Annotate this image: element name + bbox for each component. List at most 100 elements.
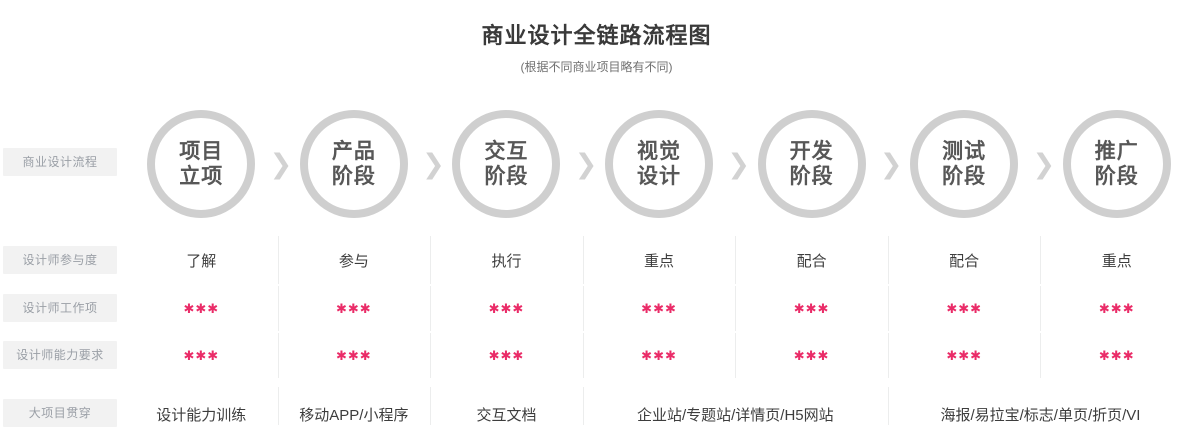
- rating-stars: ✱✱✱: [793, 301, 830, 316]
- stage-label-line1: 项目: [179, 140, 224, 163]
- table-cell: 企业站/专题站/详情页/H5网站: [582, 385, 888, 443]
- stage-circle-3[interactable]: 交互 阶段: [452, 110, 561, 218]
- table-cell: ✱✱✱: [887, 333, 1041, 378]
- table-cell: 配合: [887, 236, 1041, 284]
- stage-circle-7[interactable]: 推广 阶段: [1062, 110, 1171, 218]
- row-label-process: 商业设计流程: [3, 148, 117, 176]
- table-cell: ✱✱✱: [277, 286, 431, 331]
- chevron-right-icon: ❯: [422, 149, 445, 179]
- involvement-value: 了解: [186, 252, 217, 270]
- row-involvement: 设计师参与度 了解 参与 执行 重点 配合 配合 重点: [0, 236, 1193, 284]
- table-cell: 了解: [125, 236, 278, 284]
- table-cell: 配合: [735, 236, 888, 284]
- row-label-skills: 设计师能力要求: [3, 341, 117, 369]
- rating-stars: ✱✱✱: [946, 348, 983, 363]
- stage-label-line1: 视觉: [637, 140, 682, 163]
- chevron-right-icon: ❯: [879, 149, 903, 179]
- table-cell: 海报/易拉宝/标志/单页/折页/VI: [887, 385, 1193, 443]
- chart-header: 商业设计全链路流程图 (根据不同商业项目略有不同): [0, 22, 1193, 75]
- row-label-involvement: 设计师参与度: [3, 246, 117, 274]
- stage-label-line1: 交互: [484, 140, 529, 163]
- process-stage-cell: 交互 阶段 ❯: [430, 96, 597, 232]
- stage-label-line2: 阶段: [942, 165, 987, 188]
- table-cell: ✱✱✱: [125, 286, 278, 331]
- stage-label-line1: 测试: [942, 140, 987, 163]
- table-cell: ✱✱✱: [582, 333, 736, 378]
- rating-stars: ✱✱✱: [183, 301, 220, 316]
- table-cell: 交互文档: [430, 385, 583, 443]
- deliverable-value: 设计能力训练: [156, 406, 247, 424]
- row-deliverables: 大项目贯穿 设计能力训练 移动APP/小程序 交互文档 企业站/专题站/详情页/…: [0, 385, 1193, 443]
- table-cell: 移动APP/小程序: [277, 385, 431, 443]
- stage-circle-4[interactable]: 视觉 设计: [605, 110, 714, 218]
- deliverable-value: 交互文档: [476, 406, 537, 424]
- workload-cells: ✱✱✱ ✱✱✱ ✱✱✱ ✱✱✱ ✱✱✱ ✱✱✱ ✱✱✱: [125, 286, 1193, 331]
- deliverable-value: 移动APP/小程序: [299, 406, 409, 424]
- rating-stars: ✱✱✱: [336, 301, 372, 316]
- rating-stars: ✱✱✱: [336, 348, 372, 363]
- process-stage-cell: 项目 立项 ❯: [125, 96, 292, 232]
- chevron-right-icon: ❯: [1032, 149, 1056, 179]
- involvement-value: 配合: [796, 252, 827, 270]
- process-stage-cell: 产品 阶段 ❯: [278, 96, 445, 232]
- rating-stars: ✱✱✱: [183, 348, 220, 363]
- rating-stars: ✱✱✱: [946, 301, 983, 316]
- chevron-right-icon: ❯: [269, 149, 293, 179]
- stage-circle-2[interactable]: 产品 阶段: [299, 110, 408, 218]
- stage-circle-5[interactable]: 开发 阶段: [757, 110, 866, 218]
- process-stage-cell: 测试 阶段 ❯: [888, 96, 1055, 232]
- stage-label-line2: 设计: [637, 165, 682, 188]
- stage-label-line2: 阶段: [331, 165, 376, 188]
- table-cell: 设计能力训练: [125, 385, 278, 443]
- table-cell: ✱✱✱: [430, 286, 583, 331]
- table-cell: ✱✱✱: [582, 286, 736, 331]
- row-label-workload: 设计师工作项: [3, 294, 117, 322]
- rating-stars: ✱✱✱: [488, 348, 525, 363]
- involvement-value: 重点: [644, 252, 675, 270]
- stage-label-line1: 推广: [1094, 140, 1139, 163]
- chevron-right-icon: ❯: [574, 149, 598, 179]
- rating-stars: ✱✱✱: [488, 301, 525, 316]
- page-title: 商业设计全链路流程图: [481, 23, 712, 48]
- table-cell: ✱✱✱: [1040, 286, 1193, 331]
- table-cell: ✱✱✱: [277, 333, 431, 378]
- row-skills: 设计师能力要求 ✱✱✱ ✱✱✱ ✱✱✱ ✱✱✱ ✱✱✱ ✱✱✱ ✱✱✱: [0, 333, 1193, 378]
- row-workload: 设计师工作项 ✱✱✱ ✱✱✱ ✱✱✱ ✱✱✱ ✱✱✱ ✱✱✱ ✱✱✱: [0, 286, 1193, 331]
- deliverable-value: 海报/易拉宝/标志/单页/折页/VI: [940, 406, 1141, 424]
- skills-cells: ✱✱✱ ✱✱✱ ✱✱✱ ✱✱✱ ✱✱✱ ✱✱✱ ✱✱✱: [125, 333, 1193, 378]
- table-cell: ✱✱✱: [735, 286, 888, 331]
- stage-label-line1: 产品: [331, 140, 376, 163]
- table-cell: ✱✱✱: [735, 333, 888, 378]
- table-cell: ✱✱✱: [1040, 333, 1193, 378]
- process-stage-cell: 视觉 设计 ❯: [583, 96, 750, 232]
- deliverables-cells: 设计能力训练 移动APP/小程序 交互文档 企业站/专题站/详情页/H5网站 海…: [125, 385, 1193, 443]
- stage-circle-6[interactable]: 测试 阶段: [910, 110, 1019, 218]
- table-cell: ✱✱✱: [887, 286, 1041, 331]
- table-cell: 重点: [1040, 236, 1193, 284]
- stage-label-line2: 阶段: [484, 165, 529, 188]
- stage-circle-1[interactable]: 项目 立项: [147, 110, 256, 218]
- table-cell: ✱✱✱: [125, 333, 278, 378]
- table-cell: 重点: [582, 236, 736, 284]
- deliverable-value: 企业站/专题站/详情页/H5网站: [636, 406, 834, 424]
- rating-stars: ✱✱✱: [1098, 348, 1135, 363]
- stage-label-line2: 阶段: [1094, 165, 1139, 188]
- rating-stars: ✱✱✱: [1098, 301, 1135, 316]
- rating-stars: ✱✱✱: [793, 348, 830, 363]
- stage-label-line2: 立项: [179, 165, 224, 188]
- process-stage-track: 项目 立项 ❯ 产品 阶段 ❯ 交互 阶段 ❯: [125, 96, 1193, 232]
- table-cell: ✱✱✱: [430, 333, 583, 378]
- stage-label-line1: 开发: [789, 140, 834, 163]
- process-stage-cell: 推广 阶段: [1040, 96, 1193, 232]
- involvement-value: 配合: [949, 252, 980, 270]
- row-label-deliverables: 大项目贯穿: [3, 399, 117, 427]
- involvement-value: 执行: [491, 252, 522, 270]
- table-cell: 执行: [430, 236, 583, 284]
- rating-stars: ✱✱✱: [641, 348, 677, 363]
- process-stage-cell: 开发 阶段 ❯: [735, 96, 903, 232]
- involvement-value: 参与: [338, 252, 369, 270]
- page-subtitle: (根据不同商业项目略有不同): [520, 60, 673, 74]
- table-cell: 参与: [277, 236, 431, 284]
- involvement-cells: 了解 参与 执行 重点 配合 配合 重点: [125, 236, 1193, 284]
